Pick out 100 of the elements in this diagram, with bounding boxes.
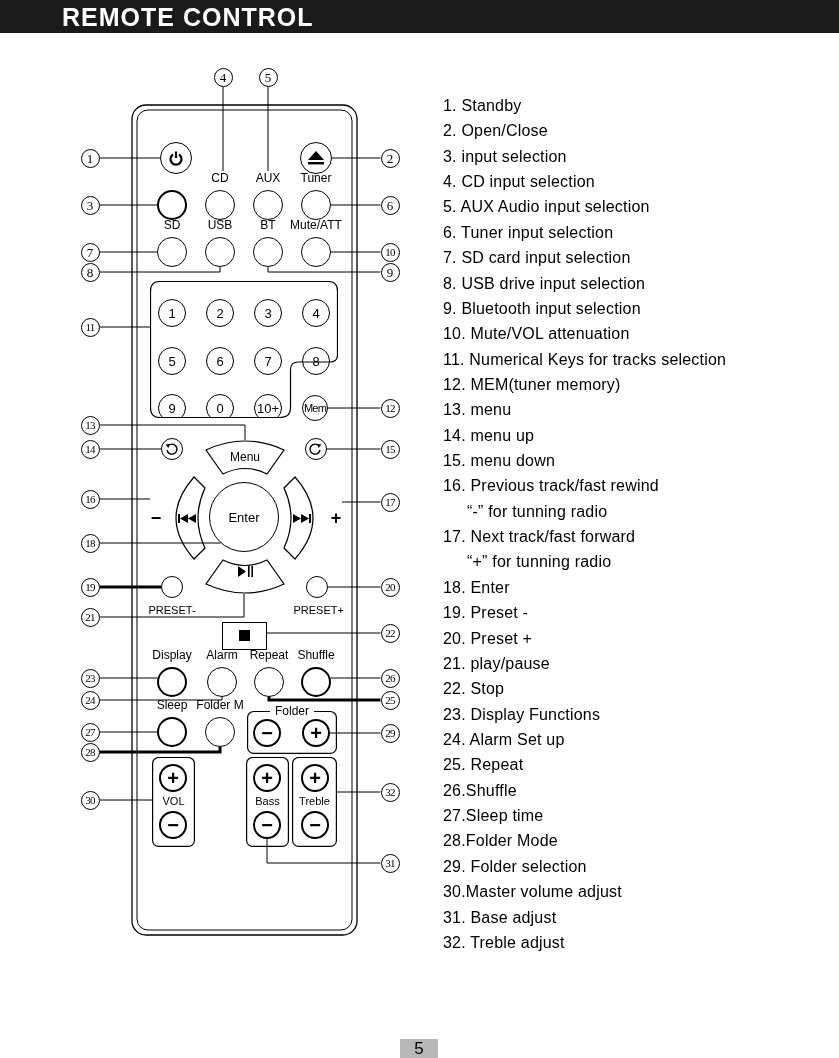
- round-button: +: [301, 764, 329, 792]
- list-item: 27.Sleep time: [443, 806, 544, 826]
- minus-sign: −: [150, 508, 162, 528]
- callout-number: 20: [380, 577, 400, 597]
- list-item: “-” for tunning radio: [467, 501, 608, 521]
- round-button: +: [159, 764, 187, 792]
- callout-number: 11: [80, 317, 100, 337]
- panel-label: Bass: [254, 794, 281, 808]
- button-panel: [246, 757, 289, 847]
- leader-line: [336, 791, 381, 793]
- callout-number: 32: [380, 782, 400, 802]
- list-item: 25. Repeat: [443, 755, 524, 775]
- plus-sign: +: [330, 508, 342, 528]
- round-button: +: [302, 719, 330, 747]
- list-item: 24. Alarm Set up: [443, 730, 565, 749]
- leader-line: [99, 498, 151, 500]
- button-label: Sleep: [155, 698, 189, 713]
- list-item: 17. Next track/fast forward: [443, 527, 636, 547]
- callout-number: 24: [80, 690, 100, 710]
- callout-number: 9: [380, 262, 400, 282]
- leader-line: [99, 251, 158, 253]
- callout-number: 5: [258, 67, 278, 87]
- button-label: SD: [162, 218, 182, 233]
- callout-number: 10: [380, 242, 400, 262]
- button-label: AUX: [254, 171, 282, 186]
- callout-number: 18: [80, 533, 100, 553]
- list-item: 19. Preset -: [443, 603, 529, 623]
- button-label: Repeat: [248, 648, 290, 663]
- button-label: Folder M: [195, 698, 245, 713]
- button-panel: [152, 757, 195, 847]
- leader-line: [99, 266, 221, 273]
- callout-number: 1: [80, 148, 100, 168]
- menu-key: Menu: [205, 440, 285, 475]
- list-item: 2. Open/Close: [443, 121, 548, 141]
- round-button: +: [253, 764, 281, 792]
- button-label: USB: [206, 218, 234, 233]
- leader-line: [329, 677, 381, 679]
- leader-line: [330, 251, 381, 253]
- button-label: Tuner: [299, 171, 333, 186]
- list-item: 4. CD input selection: [443, 172, 595, 192]
- leader-line: [99, 593, 245, 618]
- leader-line: [99, 799, 153, 801]
- button-label: CD: [210, 171, 230, 186]
- leader-line: [266, 838, 381, 864]
- list-item: 32. Treble adjust: [443, 932, 565, 952]
- leader-line: [330, 204, 381, 206]
- callout-number: 7: [80, 242, 100, 262]
- callout-number: 2: [380, 148, 400, 168]
- list-item: 14. menu up: [443, 425, 535, 445]
- leader-line: [329, 732, 381, 734]
- callout-number: 14: [80, 439, 100, 459]
- callout-number: 31: [380, 853, 400, 873]
- callout-number: 21: [80, 607, 100, 627]
- callout-number: 19: [80, 577, 100, 597]
- leader-line: [222, 86, 224, 172]
- leader-line: [99, 157, 161, 159]
- leader-line: [99, 677, 159, 679]
- callout-number: 13: [80, 415, 100, 435]
- list-item: 9. Bluetooth input selection: [443, 298, 641, 318]
- list-item: 10. Mute/VOL attenuation: [443, 324, 630, 344]
- callout-number: 3: [80, 195, 100, 215]
- leader-line: [331, 157, 381, 159]
- leader-line: [326, 448, 381, 450]
- button-label: Alarm: [205, 648, 239, 663]
- list-item: 1. Standby: [443, 96, 522, 115]
- button-label: BT: [259, 218, 277, 233]
- leader-line: [99, 747, 222, 754]
- callout-number: 6: [380, 195, 400, 215]
- play-pause-key: [205, 559, 285, 594]
- round-button: −: [253, 811, 281, 839]
- callout-number: 23: [80, 668, 100, 688]
- callout-number: 15: [380, 439, 400, 459]
- keypad-panel: [150, 281, 338, 418]
- leader-line: [266, 632, 381, 634]
- callout-number: 8: [80, 262, 100, 282]
- callout-number: 27: [80, 722, 100, 742]
- list-item: “+” for tunning radio: [467, 552, 612, 572]
- callout-number: 28: [80, 742, 100, 762]
- list-item: 26.Shuffle: [443, 780, 517, 800]
- list-item: 7. SD card input selection: [443, 248, 631, 268]
- list-item: 23. Display Functions: [443, 704, 601, 724]
- callout-number: 25: [380, 690, 400, 710]
- leader-line: [267, 266, 381, 273]
- stop-button: [222, 622, 267, 650]
- button-panel: [292, 757, 337, 847]
- round-button: [157, 190, 187, 220]
- panel-label: Treble: [298, 794, 331, 808]
- callout-number: 12: [380, 398, 400, 418]
- callout-number: 17: [380, 492, 400, 512]
- list-item: 3. input selection: [443, 146, 567, 166]
- list-item: 31. Base adjust: [443, 907, 557, 927]
- list-item: 6. Tuner input selection: [443, 222, 614, 242]
- list-item: 8. USB drive input selection: [443, 273, 646, 293]
- page-number: 5: [400, 1039, 438, 1058]
- leader-line: [99, 731, 158, 733]
- leader-line: [99, 424, 246, 441]
- list-item: 18. Enter: [443, 577, 510, 597]
- leader-line: [99, 448, 162, 450]
- callout-number: 16: [80, 489, 100, 509]
- leader-line: [327, 586, 381, 588]
